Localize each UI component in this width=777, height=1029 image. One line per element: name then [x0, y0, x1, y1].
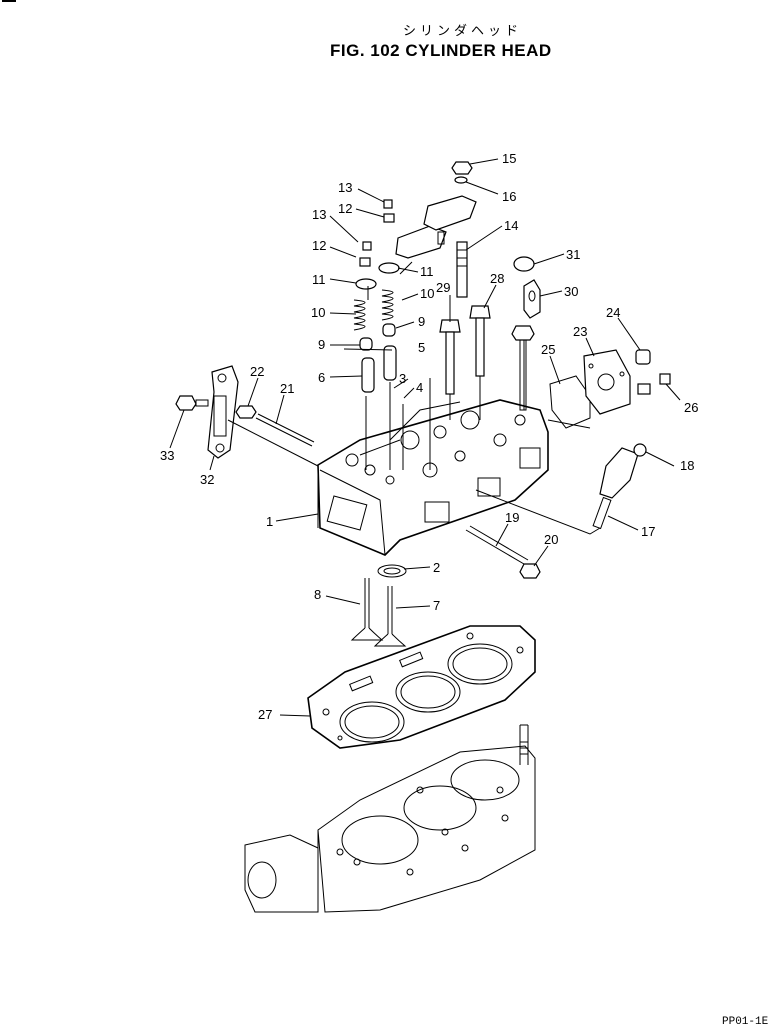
- manifold-stud: [465, 525, 529, 565]
- callout-13-upper: 13: [338, 180, 352, 195]
- valve-collet-left: [359, 257, 371, 267]
- callout-12-upper: 12: [338, 201, 352, 216]
- callout-20: 20: [544, 532, 558, 547]
- stud: [255, 413, 315, 447]
- injector-assembly: [592, 447, 639, 530]
- callout-13-lower: 13: [312, 207, 326, 222]
- nut: [451, 161, 473, 175]
- figure-title: FIG. 102 CYLINDER HEAD: [330, 41, 552, 60]
- spring-retainer-right: [378, 262, 400, 274]
- head-bolt-long: [439, 319, 461, 395]
- cylinder-head: [317, 399, 549, 556]
- plug: [635, 349, 651, 365]
- callout-9-left: 9: [318, 337, 325, 352]
- water-outlet-cover: [583, 349, 631, 415]
- callout-26: 26: [684, 400, 698, 415]
- manifold-nut: [519, 563, 541, 579]
- callout-22: 22: [250, 364, 264, 379]
- callout-14: 14: [504, 218, 518, 233]
- callout-31: 31: [566, 247, 580, 262]
- valve-guide-intake: [383, 345, 397, 381]
- callout-27: 27: [258, 707, 272, 722]
- callout-17: 17: [641, 524, 655, 539]
- callout-19: 19: [505, 510, 519, 525]
- callout-11-right: 11: [420, 264, 434, 279]
- callout-24: 24: [606, 305, 620, 320]
- eye-bolt: [175, 395, 209, 411]
- callout-4: 4: [416, 380, 423, 395]
- spacer-nut: [511, 256, 535, 411]
- title-japanese: シリンダヘッド: [403, 24, 523, 39]
- callout-16: 16: [502, 189, 516, 204]
- callout-2: 2: [433, 560, 440, 575]
- callout-25: 25: [541, 342, 555, 357]
- callout-29: 29: [436, 280, 450, 295]
- stud-nut: [235, 405, 257, 419]
- callout-21: 21: [280, 381, 294, 396]
- washer: [454, 176, 468, 184]
- callout-23: 23: [573, 324, 587, 339]
- hanger-bracket: [523, 279, 541, 319]
- intake-valve: [373, 586, 407, 647]
- valve-collet-right: [383, 213, 395, 223]
- valve-guide-exhaust: [361, 357, 375, 393]
- callout-3: 3: [399, 371, 406, 386]
- valve-cap-right: [383, 199, 393, 209]
- cylinder-block: [244, 724, 536, 913]
- callout-5: 5: [418, 340, 425, 355]
- rocker-arm-assembly: [395, 195, 477, 259]
- spring-retainer-left: [355, 278, 377, 290]
- page-code: PP01-1E: [722, 1016, 769, 1028]
- callout-labels: 1 2 3 4 5 6 7 8 9 9 10 10 11 11 12 12 13…: [160, 151, 698, 722]
- callout-11-left: 11: [312, 272, 326, 287]
- callout-10-left: 10: [311, 305, 325, 320]
- valve-seal: [377, 564, 407, 578]
- callout-10-right: 10: [420, 286, 434, 301]
- corner-mark: [2, 0, 16, 2]
- head-gasket: [307, 625, 536, 749]
- callout-1: 1: [266, 514, 273, 529]
- callout-15: 15: [502, 151, 516, 166]
- assembly-lines: [227, 261, 601, 535]
- callout-28: 28: [490, 271, 504, 286]
- thermo-bolt: [637, 373, 671, 395]
- valve-spring-right: [381, 289, 394, 321]
- stem-seal-left: [359, 337, 373, 351]
- water-outlet-gasket: [549, 375, 591, 429]
- callout-8: 8: [314, 587, 321, 602]
- callout-6: 6: [318, 370, 325, 385]
- injector-nut: [633, 443, 647, 457]
- exhaust-valve: [350, 578, 384, 641]
- callout-9-right: 9: [418, 314, 425, 329]
- valve-cap-left: [362, 241, 372, 251]
- callout-7: 7: [433, 598, 440, 613]
- stem-seal-right: [382, 323, 396, 337]
- callout-12-lower: 12: [312, 238, 326, 253]
- lifting-eye: [207, 365, 239, 459]
- head-bolt-short: [469, 305, 491, 377]
- callout-30: 30: [564, 284, 578, 299]
- callout-32: 32: [200, 472, 214, 487]
- leader-lines: [169, 158, 681, 717]
- callout-18: 18: [680, 458, 694, 473]
- rocker-shaft-stud: [456, 241, 468, 298]
- valve-spring-left: [353, 299, 366, 331]
- callout-33: 33: [160, 448, 174, 463]
